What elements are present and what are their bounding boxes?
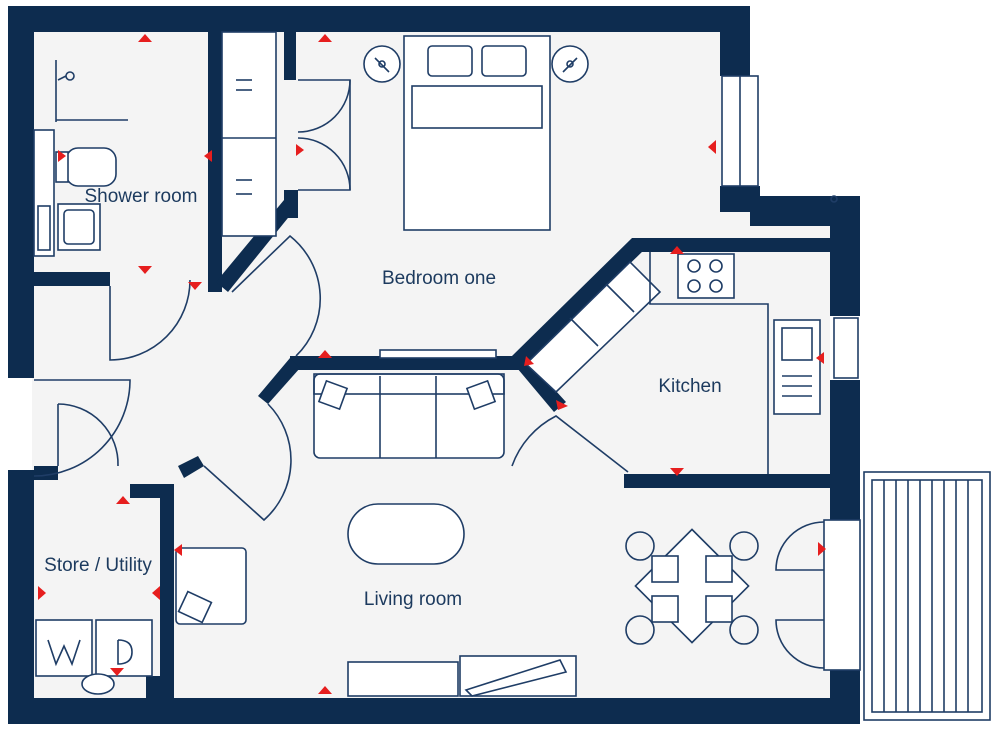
- room-label-store-utility: Store / Utility: [44, 555, 152, 576]
- socket-marker-icon: [188, 282, 202, 290]
- socket-marker-icon: [204, 150, 212, 162]
- socket-marker-icon: [708, 140, 716, 154]
- socket-marker-icon: [152, 586, 160, 600]
- room-label-living-room: Living room: [364, 589, 462, 610]
- socket-marker-icon: [318, 350, 332, 358]
- socket-marker-icon: [818, 542, 826, 556]
- balcony: [830, 195, 991, 721]
- store-utility-fixtures: [33, 279, 191, 695]
- dining-set: [625, 528, 759, 645]
- socket-marker-icon: [816, 352, 824, 364]
- socket-marker-icon: [110, 668, 124, 676]
- walls: [8, 6, 860, 724]
- socket-marker-icon: [296, 144, 304, 156]
- room-label-shower-room: Shower room: [85, 186, 198, 207]
- socket-marker-icon: [318, 686, 332, 694]
- socket-marker-icon: [174, 544, 182, 556]
- room-label-bedroom-one: Bedroom one: [382, 268, 496, 289]
- socket-marker-icon: [138, 34, 152, 42]
- socket-marker-icon: [38, 586, 46, 600]
- shower-room-fixtures: [33, 60, 128, 257]
- socket-marker-icon: [138, 266, 152, 274]
- socket-marker-icon: [524, 356, 534, 366]
- socket-marker-icon: [58, 150, 66, 162]
- wardrobe: [221, 31, 277, 237]
- room-label-kitchen: Kitchen: [658, 376, 721, 397]
- socket-marker-icon: [670, 468, 684, 476]
- bedroom-fixtures: [231, 35, 759, 359]
- socket-marker-icon: [116, 496, 130, 504]
- living-room-fixtures: [175, 373, 861, 697]
- socket-marker-icon: [318, 34, 332, 42]
- socket-markers: [38, 34, 826, 694]
- room-labels: Shower room Bedroom one Kitchen Store / …: [44, 186, 722, 610]
- kitchen-fixtures: [511, 252, 859, 474]
- socket-marker-icon: [556, 400, 568, 410]
- socket-marker-icon: [670, 246, 684, 254]
